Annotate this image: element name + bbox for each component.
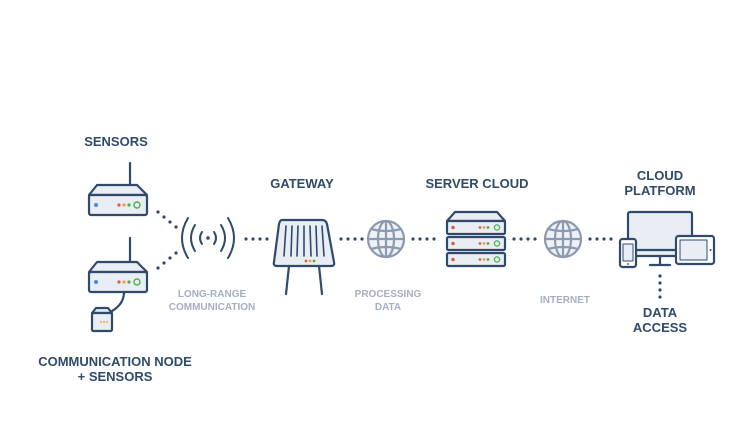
gateway-icon — [272, 218, 336, 296]
comm-node-label-line2: + SENSORS — [77, 369, 153, 384]
comm-node-label: COMMUNICATION NODE + SENSORS — [10, 354, 220, 384]
connector-gateway-to-globe — [339, 237, 364, 241]
phone-icon — [618, 237, 638, 269]
internet-label: INTERNET — [540, 295, 590, 306]
long-range-label: LONG-RANGE COMMUNICATION — [150, 288, 274, 314]
long-range-label-line1: LONG-RANGE — [177, 289, 247, 300]
comm-node-label-line1: COMMUNICATION NODE — [38, 354, 192, 369]
processing-label: PROCESSING DATA — [342, 288, 434, 314]
attached-sensor-icon — [90, 306, 114, 333]
connector-globe-to-platform — [588, 237, 613, 241]
data-access-label: DATA ACCESS — [612, 305, 708, 335]
connector-wave-to-gateway — [244, 237, 269, 241]
cloud-platform-label: CLOUD PLATFORM — [608, 168, 712, 198]
processing-label-line2: DATA — [374, 302, 402, 313]
gateway-label: GATEWAY — [270, 176, 334, 191]
wireless-signal-icon — [181, 217, 235, 259]
data-access-label-line2: ACCESS — [632, 320, 688, 335]
dotted-connectors — [156, 210, 662, 299]
server-stack-icon — [445, 210, 507, 268]
cloud-platform-label-line2: PLATFORM — [624, 183, 696, 198]
long-range-label-line2: COMMUNICATION — [168, 302, 256, 313]
connector-node-to-wave — [156, 251, 178, 270]
communication-node-icon — [87, 236, 149, 313]
tablet-icon — [674, 234, 716, 266]
connector-server-to-globe — [512, 237, 537, 241]
data-access-label-line1: DATA — [642, 305, 678, 320]
connector-sensor-to-wave — [156, 210, 178, 229]
globe-icon-processing — [366, 219, 406, 259]
sensors-label: SENSORS — [84, 134, 148, 149]
connector-globe-to-server — [411, 237, 436, 241]
connector-platform-to-access — [658, 274, 662, 299]
sensor-device-icon — [87, 161, 149, 217]
cloud-platform-label-line1: CLOUD — [636, 168, 684, 183]
processing-label-line1: PROCESSING — [354, 289, 422, 300]
globe-icon-internet — [543, 219, 583, 259]
server-cloud-label: SERVER CLOUD — [425, 176, 529, 191]
